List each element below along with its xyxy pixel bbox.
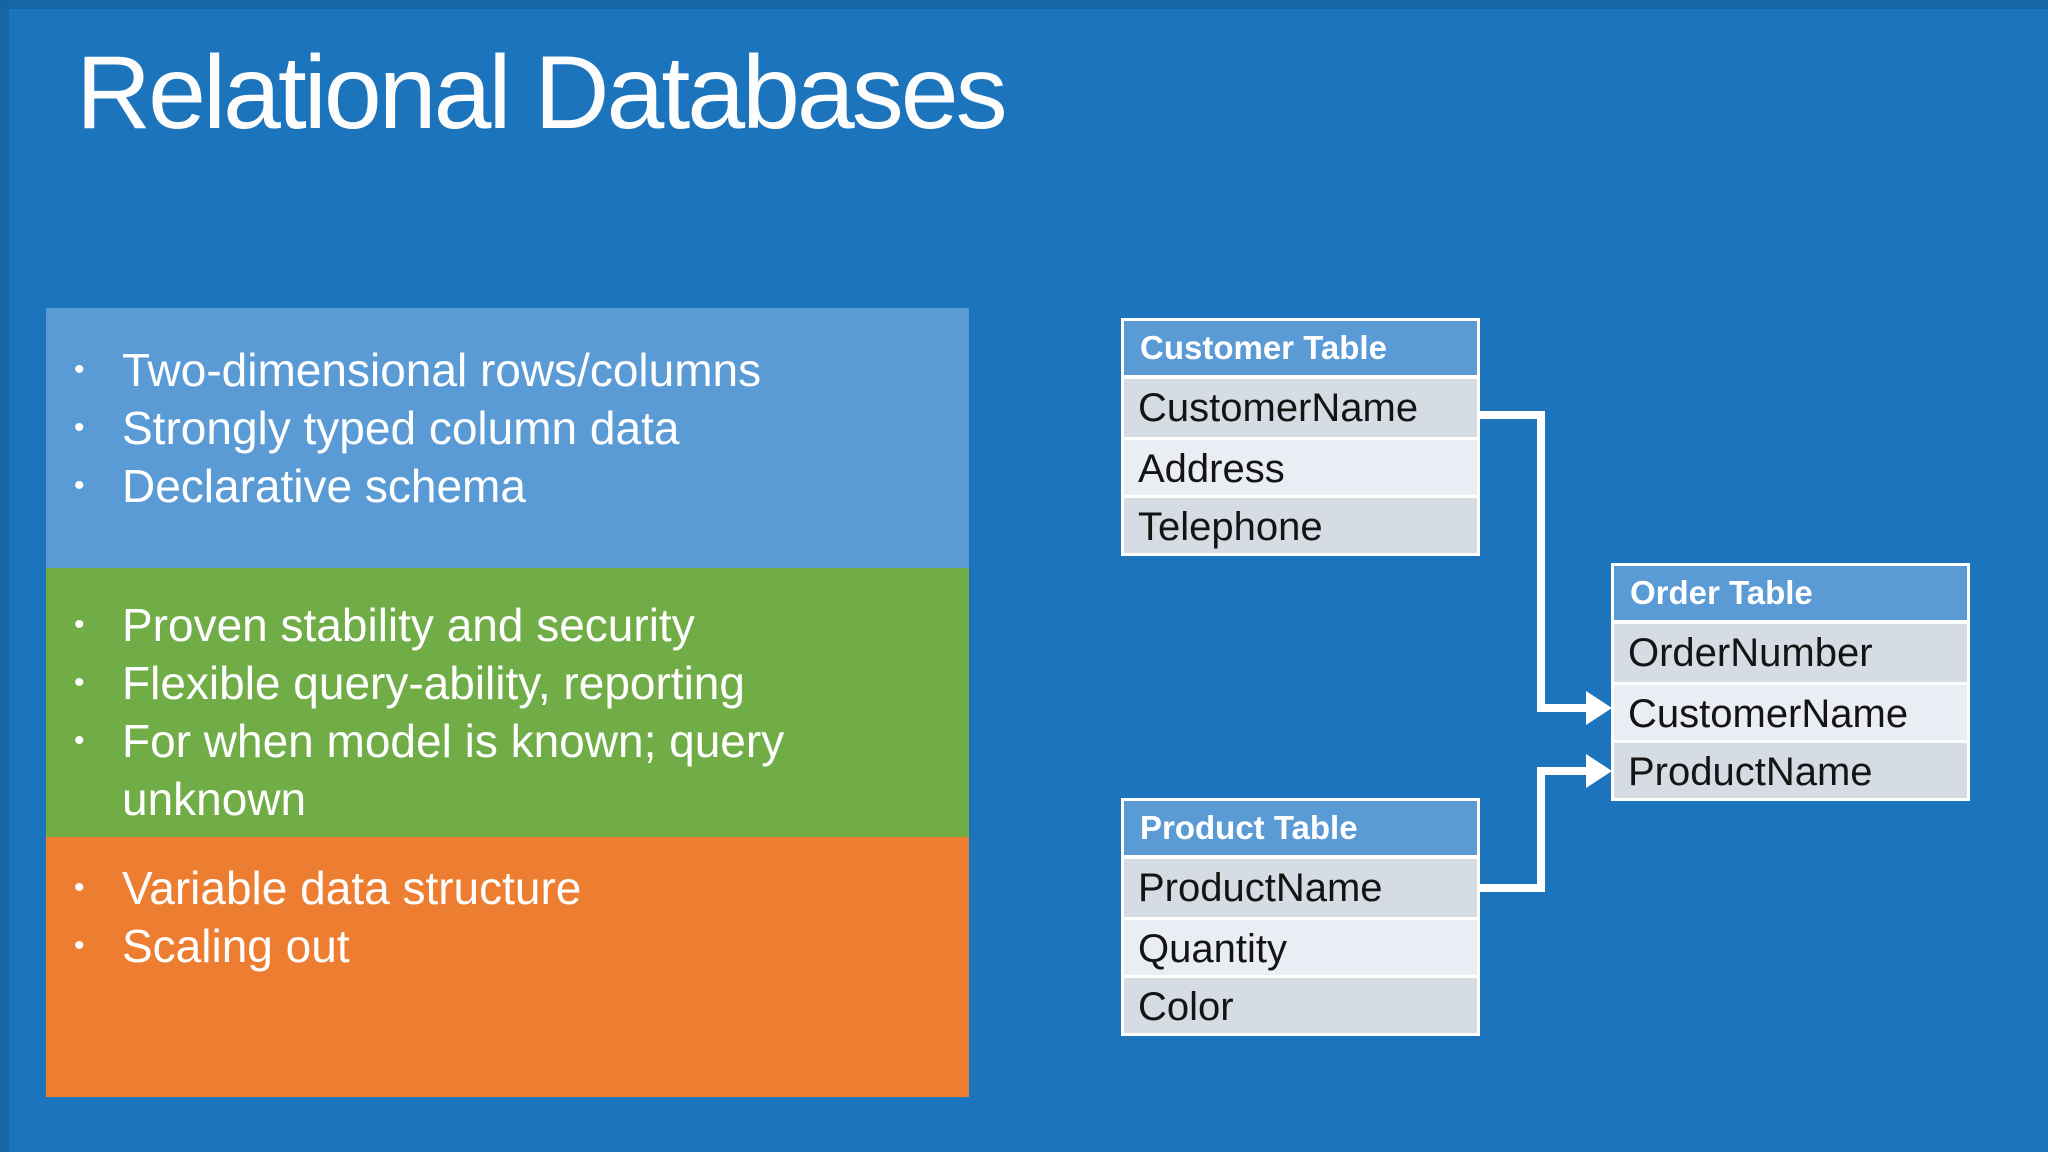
bullet-icon: •	[74, 871, 85, 904]
bullet-text: Declarative schema	[122, 460, 526, 512]
bullet-list: • Variable data structure • Scaling out	[46, 837, 969, 975]
table-header: Order Table	[1614, 566, 1967, 624]
bullet-icon: •	[74, 666, 85, 699]
table-row: Color	[1124, 975, 1477, 1033]
table-row: CustomerName	[1614, 682, 1967, 740]
bullet-item: • Declarative schema	[66, 457, 941, 515]
bullet-icon: •	[74, 469, 85, 502]
bullet-icon: •	[74, 411, 85, 444]
table-row: Address	[1124, 437, 1477, 495]
customer-table: Customer Table CustomerName Address Tele…	[1121, 318, 1480, 556]
table-row: CustomerName	[1124, 379, 1477, 437]
bullet-icon: •	[74, 929, 85, 962]
table-row: ProductName	[1614, 740, 1967, 798]
table-header: Customer Table	[1124, 321, 1477, 379]
bullet-text: Proven stability and security	[122, 599, 695, 651]
arrow-right-icon	[1586, 754, 1612, 788]
bullet-item: • Two-dimensional rows/columns	[66, 341, 941, 399]
bullet-item: • Flexible query-ability, reporting	[66, 654, 941, 712]
bullet-text: For when model is known; query unknown	[122, 715, 785, 825]
table-header: Product Table	[1124, 801, 1477, 859]
table-row: Telephone	[1124, 495, 1477, 553]
connector-customer-order-segment	[1537, 704, 1588, 712]
connector-customer-order-segment	[1537, 411, 1545, 712]
connector-product-order-segment	[1537, 767, 1545, 892]
connector-product-order-segment	[1480, 884, 1545, 892]
table-row: OrderNumber	[1614, 624, 1967, 682]
bullet-text: Variable data structure	[122, 862, 582, 914]
panel-relational-limitations: • Variable data structure • Scaling out	[46, 837, 969, 1097]
bullet-icon: •	[74, 724, 85, 757]
bullet-item: • Variable data structure	[66, 859, 941, 917]
page-title: Relational Databases	[76, 35, 1008, 151]
arrow-right-icon	[1586, 691, 1612, 725]
panel-relational-characteristics: • Two-dimensional rows/columns • Strongl…	[46, 308, 969, 568]
slide-edge-top	[0, 0, 2048, 9]
bullet-icon: •	[74, 608, 85, 641]
bullet-item: • Proven stability and security	[66, 596, 941, 654]
bullet-text: Strongly typed column data	[122, 402, 680, 454]
bullet-item: • For when model is known; query unknown	[66, 712, 941, 828]
bullet-text: Two-dimensional rows/columns	[122, 344, 762, 396]
bullet-item: • Strongly typed column data	[66, 399, 941, 457]
connector-product-order-segment	[1537, 767, 1588, 775]
bullet-icon: •	[74, 353, 85, 386]
order-table: Order Table OrderNumber CustomerName Pro…	[1611, 563, 1970, 801]
panel-relational-strengths: • Proven stability and security • Flexib…	[46, 568, 969, 837]
bullet-item: • Scaling out	[66, 917, 941, 975]
bullet-list: • Two-dimensional rows/columns • Strongl…	[46, 308, 969, 515]
bullet-text: Flexible query-ability, reporting	[122, 657, 745, 709]
bullet-text: Scaling out	[122, 920, 350, 972]
product-table: Product Table ProductName Quantity Color	[1121, 798, 1480, 1036]
connector-customer-order-segment	[1480, 411, 1545, 419]
slide-edge-left	[0, 0, 9, 1152]
table-row: Quantity	[1124, 917, 1477, 975]
table-row: ProductName	[1124, 859, 1477, 917]
bullet-list: • Proven stability and security • Flexib…	[46, 568, 969, 828]
